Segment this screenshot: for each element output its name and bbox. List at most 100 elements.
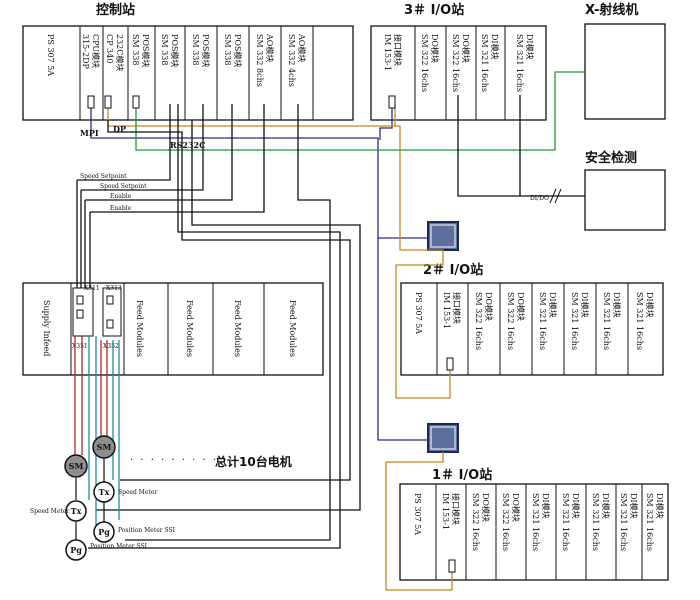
io1-labels-module-4-line-1: DI模块 bbox=[541, 493, 551, 519]
safety-check-title: 安全检测 bbox=[585, 150, 637, 166]
io2-labels-module-1-line-0: IM 153-1 bbox=[442, 292, 451, 329]
io1-station-rack bbox=[399, 483, 669, 581]
dp-bus bbox=[107, 104, 453, 591]
ctl-labels-module-4-line-1: POS模块 bbox=[170, 34, 180, 67]
ctl-labels-module-1-line-0: 315-2DP bbox=[81, 34, 90, 69]
io2-labels-module-4-line-0: SM 321 16chs bbox=[538, 292, 547, 350]
pg-encoder-2: Pg bbox=[98, 527, 110, 537]
io1-labels-module-1-line-1: 接口模块 bbox=[451, 493, 461, 525]
ctl-labels-module-6-line-1: POS模块 bbox=[233, 34, 243, 67]
repeater-upper-inner bbox=[430, 224, 456, 248]
io3-labels-module-0-line-0: IM 153-1 bbox=[383, 34, 392, 71]
pg-encoder-1: Pg bbox=[70, 545, 82, 555]
ctl-labels-module-6-line-0: SM 338 bbox=[223, 34, 232, 65]
ctl-labels-module-5-line-0: SM 338 bbox=[191, 34, 200, 65]
io3-labels-module-2-line-0: SM 322 16chs bbox=[451, 34, 460, 92]
io2-labels-module-0-line-0: PS 307 5A bbox=[414, 292, 423, 334]
setpoint-cables bbox=[76, 104, 361, 549]
ctl-labels-module-1-line-1: CPU模块 bbox=[91, 34, 101, 68]
io3-labels-module-3-line-1: DI模块 bbox=[490, 34, 500, 60]
io1-labels-module-7-line-0: SM 321 16chs bbox=[619, 493, 628, 551]
ctl-labels-module-8-line-1: AO模块 bbox=[297, 33, 307, 62]
io3-labels-module-2-line-1: DO模块 bbox=[461, 34, 471, 63]
io3-labels-module-1-line-0: SM 322 16chs bbox=[420, 34, 429, 92]
rs232-bus bbox=[135, 71, 585, 151]
io2-station-rack bbox=[400, 282, 664, 376]
io3-station-title: 3＃ I/O站 bbox=[404, 2, 464, 18]
motor-wiring bbox=[74, 336, 120, 540]
io2-labels-module-1-line-1: 接口模块 bbox=[452, 292, 462, 324]
ctl-labels-module-7-line-0: SM 332 8chs bbox=[255, 34, 264, 87]
enable-label-1: Enable bbox=[110, 193, 132, 200]
io2-labels-module-2-line-1: DO模块 bbox=[484, 292, 494, 321]
mpi-label: MPI bbox=[80, 128, 99, 138]
io1-labels-module-6-line-1: DI模块 bbox=[601, 493, 611, 519]
sm-motor-1: SM bbox=[69, 461, 84, 471]
io2-labels-module-2-line-0: SM 322 16chs bbox=[474, 292, 483, 350]
safety-check-box bbox=[584, 169, 666, 231]
io3-labels-module-3-line-0: SM 321 16chs bbox=[480, 34, 489, 92]
io1-labels-module-1-line-0: IM 153-1 bbox=[441, 493, 450, 530]
repeater-upper bbox=[427, 221, 459, 251]
io1-labels-module-8-line-1: DI模块 bbox=[655, 493, 665, 519]
terminal-x311: X311 bbox=[84, 285, 100, 292]
io1-labels-module-3-line-0: SM 322 16chs bbox=[501, 493, 510, 551]
io2-labels-module-6-line-1: DI模块 bbox=[612, 292, 622, 318]
enable-label-2: Enable bbox=[110, 205, 132, 212]
dido-label: DI/DO bbox=[530, 195, 549, 202]
drive-module-2: Feed Modules bbox=[185, 300, 194, 357]
ctl-labels-module-2-line-1: 232C模块 bbox=[115, 34, 125, 71]
repeater-lower-inner bbox=[430, 426, 456, 450]
io3-labels-module-1-line-1: DO模块 bbox=[430, 34, 440, 63]
ctl-labels-module-4-line-0: SM 338 bbox=[160, 34, 169, 65]
io2-station-title: 2＃ I/O站 bbox=[423, 262, 483, 278]
speed-setpoint-label-1: Speed Setpoint bbox=[80, 173, 127, 180]
io1-labels-module-6-line-0: SM 321 16chs bbox=[591, 493, 600, 551]
io3-labels-module-4-line-0: SM 321 16chs bbox=[515, 34, 524, 92]
io2-labels-module-4-line-1: DI模块 bbox=[548, 292, 558, 318]
ctl-labels-module-3-line-1: POS模块 bbox=[141, 34, 151, 67]
io1-labels-module-7-line-1: DI模块 bbox=[629, 493, 639, 519]
io2-labels-module-5-line-0: SM 321 16chs bbox=[570, 292, 579, 350]
tx-encoder-1: Tx bbox=[71, 506, 82, 516]
io2-labels-module-7-line-1: DI模块 bbox=[645, 292, 655, 318]
io3-labels-module-4-line-1: DI模块 bbox=[525, 34, 535, 60]
control-station-title: 控制站 bbox=[96, 2, 135, 18]
io1-labels-module-4-line-0: SM 321 16chs bbox=[531, 493, 540, 551]
io2-labels-module-5-line-1: DI模块 bbox=[580, 292, 590, 318]
io1-labels-module-8-line-0: SM 321 16chs bbox=[645, 493, 654, 551]
motor-dots: · · · · · · · · · · · bbox=[130, 455, 239, 466]
motor-devices bbox=[64, 435, 116, 561]
speed-meter-label-2: Speed Meter bbox=[118, 489, 157, 496]
ctl-labels-module-5-line-1: POS模块 bbox=[201, 34, 211, 67]
sm-motor-2: SM bbox=[97, 442, 112, 452]
dp-label: DP bbox=[113, 124, 126, 134]
drive-terminals bbox=[72, 287, 122, 337]
speed-setpoint-label-2: Speed Setpoint bbox=[100, 183, 147, 190]
io2-labels-module-3-line-1: DO模块 bbox=[516, 292, 526, 321]
motor-count-label: 总计10台电机 bbox=[215, 454, 292, 469]
xray-title: X-射线机 bbox=[585, 2, 638, 18]
ctl-labels-module-3-line-0: SM 338 bbox=[131, 34, 140, 65]
speed-meter-label-1: Speed Meter bbox=[30, 508, 69, 515]
io2-labels-module-7-line-0: SM 321 16chs bbox=[635, 292, 644, 350]
drive-module-0: Supply Infeed bbox=[42, 300, 51, 356]
position-meter-label-2: Position Meter SSI bbox=[90, 543, 148, 550]
ctl-labels-module-2-line-0: CP 340 bbox=[105, 34, 114, 63]
io2-labels-module-3-line-0: SM 322 16chs bbox=[506, 292, 515, 350]
mpi-bus bbox=[90, 104, 428, 441]
drive-rack bbox=[22, 282, 324, 376]
io1-labels-module-5-line-0: SM 321 16chs bbox=[561, 493, 570, 551]
position-meter-label-1: Position Meter SSI bbox=[118, 527, 176, 534]
tx-encoder-2: Tx bbox=[99, 487, 110, 497]
terminal-x351: X351 bbox=[72, 343, 88, 350]
ctl-labels-module-7-line-1: AO模块 bbox=[265, 33, 275, 62]
io1-labels-module-2-line-0: SM 322 16chs bbox=[471, 493, 480, 551]
io1-station-title: 1＃ I/O站 bbox=[432, 467, 492, 483]
drive-module-4: Feed Modules bbox=[288, 300, 297, 357]
